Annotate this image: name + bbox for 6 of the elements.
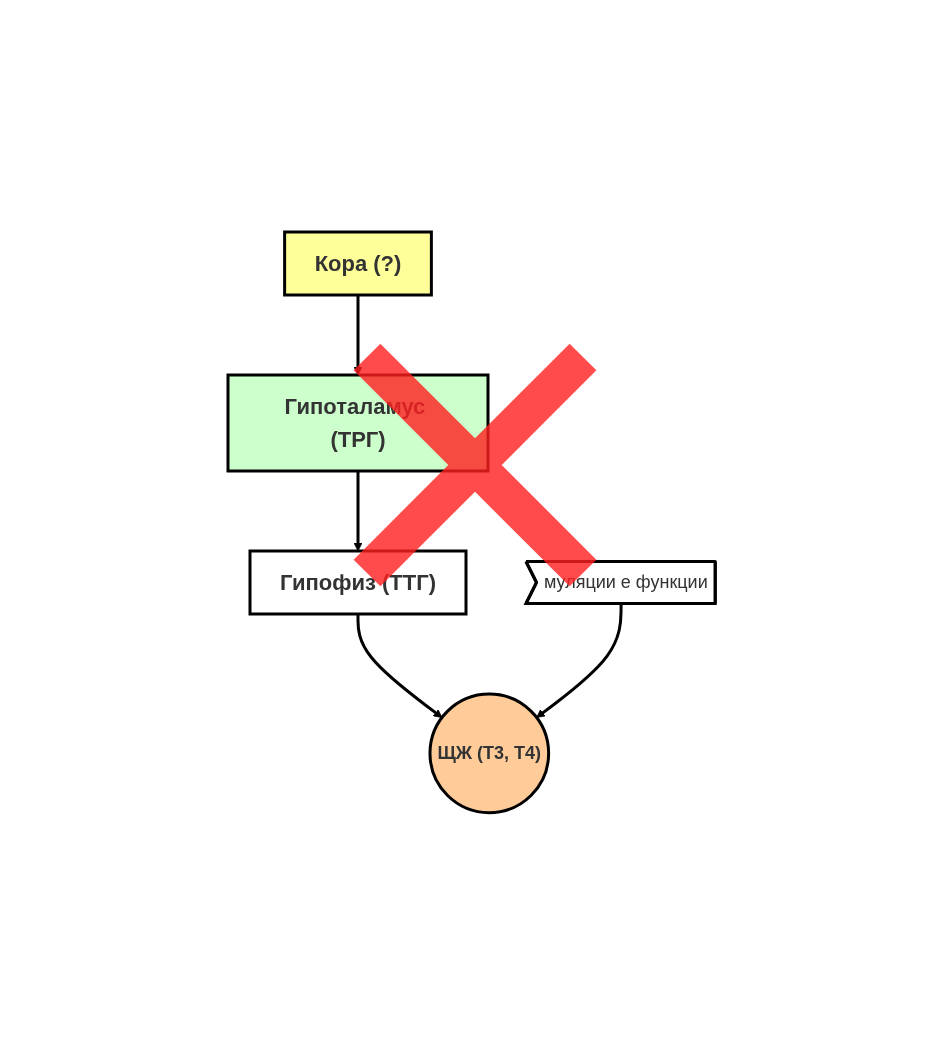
arrow [536,604,623,719]
node-box: Гипофиз (ТТГ) [248,549,468,616]
arrow [353,471,363,552]
node-circle: ЩЖ (Т3, Т4) [428,692,550,815]
arrow [356,614,443,719]
node-box: Кора (?) [283,230,433,297]
